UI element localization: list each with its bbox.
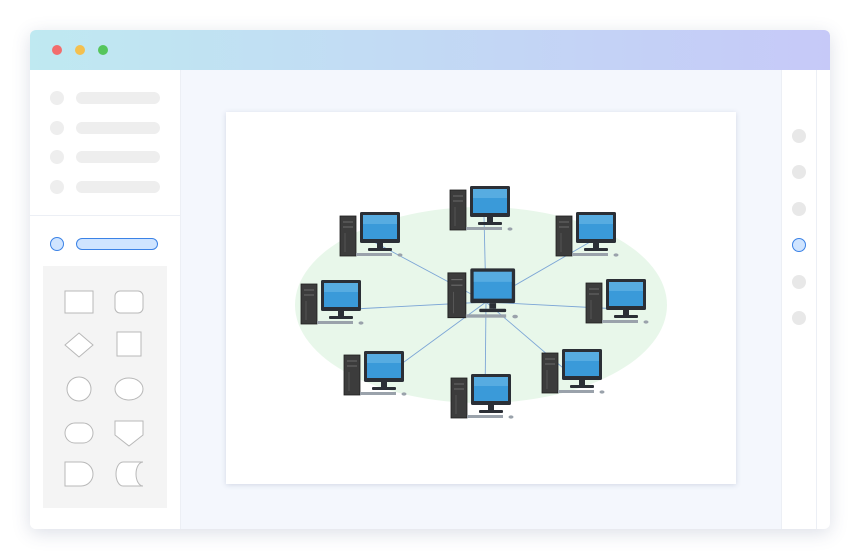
right-toolbar-item-3[interactable]: [792, 202, 806, 216]
computer-node-bottom[interactable]: [450, 373, 514, 420]
menu-item-icon: [50, 150, 64, 164]
rectangle-icon[interactable]: [64, 290, 94, 314]
right-toolbar-item-5[interactable]: [792, 275, 806, 289]
right-toolbar-item-6[interactable]: [792, 311, 806, 325]
link-top-left: [373, 241, 487, 303]
diagram-canvas[interactable]: [226, 112, 736, 484]
menu-item-icon: [50, 91, 64, 105]
sidebar-menu-item-1[interactable]: [50, 90, 162, 106]
sidebar-active-category[interactable]: [50, 236, 162, 252]
menu-item-label-placeholder: [76, 122, 160, 134]
menu-item-label-placeholder: [76, 151, 160, 163]
menu-item-icon: [50, 180, 64, 194]
maximize-window-button[interactable]: [98, 45, 108, 55]
app-window: [30, 30, 830, 529]
terminator-icon[interactable]: [64, 422, 94, 444]
close-window-button[interactable]: [52, 45, 62, 55]
sidebar-divider: [30, 215, 180, 216]
rounded-rectangle-icon[interactable]: [114, 290, 144, 314]
left-sidebar: [30, 70, 181, 529]
circle-icon[interactable]: [66, 376, 92, 402]
right-toolbar-item-4-active[interactable]: [792, 238, 806, 252]
computer-node-bottom-right[interactable]: [541, 348, 605, 395]
ellipse-icon[interactable]: [114, 377, 144, 401]
menu-item-icon: [50, 121, 64, 135]
category-radio-icon: [50, 237, 64, 251]
stored-data-icon[interactable]: [115, 461, 144, 487]
minimize-window-button[interactable]: [75, 45, 85, 55]
title-bar: [30, 30, 830, 70]
diamond-icon[interactable]: [64, 332, 94, 358]
square-icon[interactable]: [116, 331, 142, 357]
right-toolbar: [781, 70, 817, 529]
sidebar-menu-item-2[interactable]: [50, 120, 162, 136]
category-label-placeholder: [76, 238, 158, 250]
shape-library: [43, 266, 167, 508]
workspace: [181, 70, 781, 529]
sidebar-menu-item-4[interactable]: [50, 179, 162, 195]
menu-item-label-placeholder: [76, 181, 160, 193]
off-page-connector-icon[interactable]: [114, 420, 144, 447]
menu-item-label-placeholder: [76, 92, 160, 104]
sidebar-menu-item-3[interactable]: [50, 149, 162, 165]
right-toolbar-item-1[interactable]: [792, 129, 806, 143]
delay-icon[interactable]: [64, 461, 94, 487]
star-topology-diagram: [295, 185, 667, 420]
right-toolbar-item-2[interactable]: [792, 165, 806, 179]
shape-library-grid: [64, 290, 144, 487]
